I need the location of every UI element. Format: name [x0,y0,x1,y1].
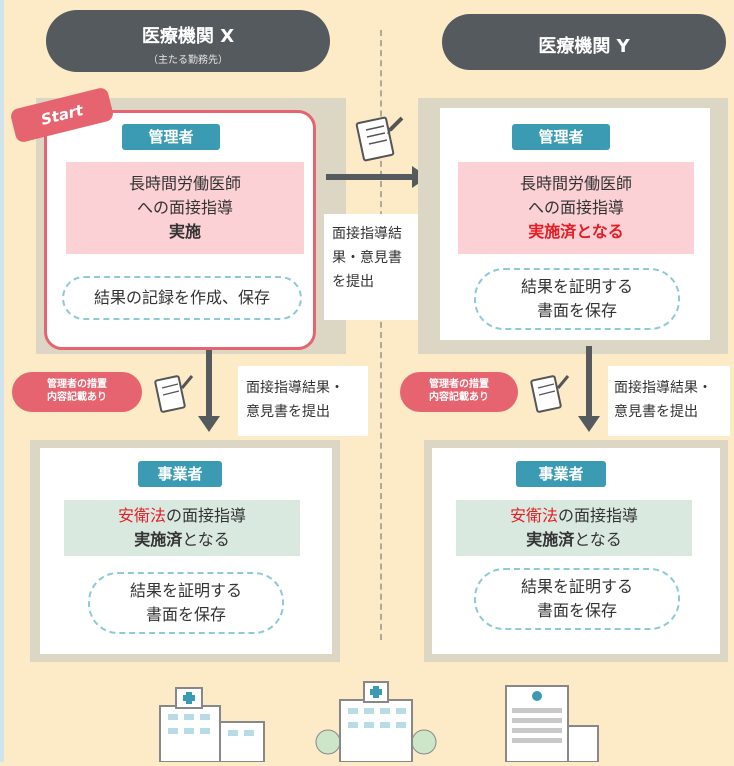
center-divider [380,30,382,640]
y-admin-role: 管理者 [512,124,610,150]
x-employer-line2-bold: 実施済 [134,530,183,549]
transfer-note-line1: 面接指導結 [332,226,402,242]
institution-y-title: 医療機関 Y [538,36,630,57]
x-employer-role: 事業者 [138,461,222,487]
x-arrow-down-head [198,416,220,432]
hospital-icon [150,684,270,763]
y-employer-action-line2: 書面を保存 [536,601,617,620]
x-measure-badge: 管理者の措置 内容記載あり [12,372,142,412]
x-employer-law: 安衛法 [117,506,166,525]
y-document-icon [528,370,572,420]
y-admin-interview-box: 長時間労働医師 への面接指導 実施済となる [458,162,694,254]
y-employer-box: 安衛法の面接指導 実施済となる [456,500,692,556]
y-employer-line1: 安衛法の面接指導 [456,504,692,528]
y-note-line2: 意見書を提出 [614,404,698,420]
document-pen-icon [352,112,408,168]
y-badge-line1: 管理者の措置 [429,379,489,390]
x-admin-interview-box: 長時間労働医師 への面接指導 実施 [66,162,304,254]
y-submit-note: 面接指導結果・ 意見書を提出 [608,366,730,436]
transfer-note-line3: を提出 [332,274,374,290]
x-admin-role: 管理者 [122,124,220,150]
y-admin-box-line2: への面接指導 [527,198,624,217]
x-admin-action: 結果の記録を作成、保存 [62,276,302,320]
x-employer-line2-rest: となる [182,530,230,549]
institution-x-header: 医療機関 X （主たる勤務先） [46,10,330,72]
y-employer-line2-bold: 実施済 [526,530,575,549]
y-measure-badge: 管理者の措置 内容記載あり [400,372,518,412]
arrow-x-to-y [326,174,418,180]
y-employer-action-line1: 結果を証明する [520,577,633,596]
institution-y-header: 医療機関 Y [442,14,726,70]
x-note-line2: 意見書を提出 [246,404,330,420]
y-employer-line2-rest: となる [574,530,622,549]
x-employer-action-line1: 結果を証明する [129,581,242,600]
x-admin-box-line3: 実施 [168,222,201,241]
y-employer-role: 事業者 [516,461,606,487]
x-employer-action: 結果を証明する 書面を保存 [88,572,284,634]
x-employer-action-line2: 書面を保存 [145,605,226,624]
x-employer-line1: 安衛法の面接指導 [64,504,300,528]
left-edge-strip [0,0,4,762]
x-submit-note: 面接指導結果・ 意見書を提出 [238,366,368,436]
hospital-icon-2 [314,680,438,763]
y-employer-line2: 実施済となる [456,528,692,552]
y-admin-action-line2: 書面を保存 [536,301,617,320]
y-badge-line2: 内容記載あり [429,392,489,403]
x-arrow-down [206,350,212,418]
y-employer-law: 安衛法 [509,506,558,525]
y-admin-action-line1: 結果を証明する [520,277,633,296]
x-admin-action-label: 結果の記録を作成、保存 [93,288,270,307]
x-document-icon [152,370,196,420]
x-admin-box-line1: 長時間労働医師 [128,174,241,193]
y-admin-box-line1: 長時間労働医師 [519,174,632,193]
building-icon [488,680,608,763]
x-badge-line2: 内容記載あり [47,392,107,403]
start-label: Start [39,101,85,129]
y-admin-box-line3: 実施済となる [528,222,624,241]
x-employer-line1-rest: の面接指導 [166,506,247,525]
institution-x-subtitle: （主たる勤務先） [148,55,228,66]
x-employer-line2: 実施済となる [64,528,300,552]
y-note-line1: 面接指導結果・ [614,380,712,396]
x-note-line1: 面接指導結果・ [246,380,344,396]
transfer-note-line2: 果・意見書 [332,250,402,266]
x-badge-line1: 管理者の措置 [47,379,107,390]
y-arrow-down-head [578,416,600,432]
y-arrow-down [586,346,592,418]
y-employer-action: 結果を証明する 書面を保存 [474,568,680,630]
y-admin-action: 結果を証明する 書面を保存 [474,268,680,330]
x-admin-box-line2: への面接指導 [136,198,233,217]
institution-x-title: 医療機関 X [141,26,235,47]
y-employer-line1-rest: の面接指導 [558,506,639,525]
x-employer-box: 安衛法の面接指導 実施済となる [64,500,300,556]
transfer-note: 面接指導結 果・意見書 を提出 [324,214,430,320]
